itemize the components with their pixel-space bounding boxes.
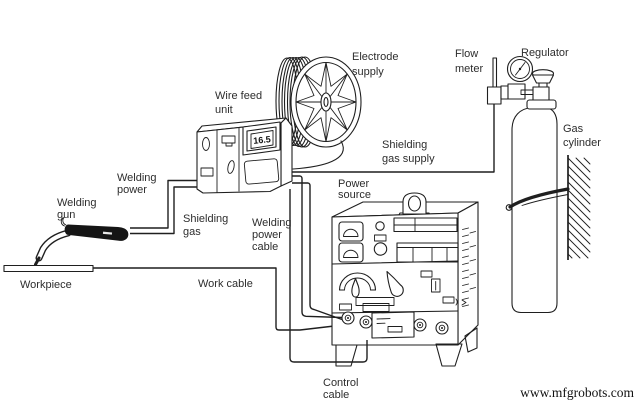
- label-shielding-gas-2: gas: [183, 226, 201, 238]
- gun-handle-mark: [102, 231, 113, 235]
- watermark-text: www.mfgrobots.com: [520, 385, 634, 400]
- label-flow-meter-2: meter: [455, 63, 483, 75]
- label-control-cable-1: Control: [323, 377, 358, 389]
- label-gas-cylinder-1: Gas: [563, 123, 584, 135]
- label-electrode-supply-2: supply: [352, 66, 384, 78]
- connector-plate: [371, 311, 415, 339]
- cylinder-valve: [531, 69, 555, 103]
- label-welding-power-2: power: [117, 184, 147, 196]
- label-gas-cylinder-2: cylinder: [563, 137, 601, 149]
- label-work-cable: Work cable: [198, 278, 253, 290]
- gun-handle: [64, 224, 129, 241]
- label-electrode-supply-1: Electrode: [352, 51, 398, 63]
- gun-cable: [130, 179, 197, 235]
- label-welding-power-cable-2: power: [252, 229, 282, 241]
- control-cable-line: [289, 189, 368, 363]
- label-welding-power-cable-1: Welding: [252, 217, 292, 229]
- regulator-gauge: [500, 55, 535, 100]
- electrode-wire: [292, 140, 344, 170]
- gun-neck: [36, 230, 71, 261]
- welding-power-cable-line: [292, 175, 343, 321]
- wall-hatching: [567, 157, 591, 259]
- gun-contact-tip: [34, 256, 41, 266]
- welding-gun: [34, 217, 129, 266]
- gun-trigger: [60, 217, 67, 227]
- wire-feed-unit: 16.5: [196, 117, 293, 194]
- label-welding-power-cable-3: cable: [252, 241, 278, 253]
- flow-meter-assembly: [486, 57, 502, 105]
- label-welding-gun-1: Welding: [57, 197, 97, 209]
- label-power-source-2: source: [338, 189, 371, 201]
- output-sockets: [341, 311, 449, 335]
- label-regulator: Regulator: [521, 47, 569, 59]
- label-shielding-gas-supply-1: Shielding: [382, 139, 427, 151]
- shielding-gas-supply-line: [292, 104, 495, 173]
- wire-feed-display: 16.5: [242, 121, 281, 156]
- electrode-supply-spool: [275, 56, 362, 148]
- workpiece-bar: [3, 264, 94, 273]
- label-welding-gun-2: gun: [57, 209, 75, 221]
- machine-feet: [335, 327, 478, 367]
- gas-cylinder-body: [511, 99, 558, 314]
- wall-anchor: [567, 155, 591, 260]
- vent-slits: [462, 227, 476, 307]
- wire-feed-display-value: 16.5: [253, 134, 271, 146]
- label-wire-feed-unit-2: unit: [215, 104, 233, 116]
- label-shielding-gas-supply-2: gas supply: [382, 153, 435, 165]
- label-wire-feed-unit-1: Wire feed: [215, 90, 262, 102]
- label-flow-meter-1: Flow: [455, 48, 478, 60]
- label-welding-power-1: Welding: [117, 172, 157, 184]
- power-source-unit: [331, 192, 479, 367]
- label-control-cable-2: cable: [323, 389, 349, 401]
- work-cable-line: [93, 267, 361, 331]
- label-workpiece: Workpiece: [20, 279, 72, 291]
- restraint-chain: [505, 187, 570, 211]
- label-shielding-gas-1: Shielding: [183, 213, 228, 225]
- diagram-labels: Electrode supply Flow meter Regulator Wi…: [20, 47, 601, 401]
- label-power-source-1: Power: [338, 178, 370, 190]
- front-panel-controls: [338, 217, 467, 312]
